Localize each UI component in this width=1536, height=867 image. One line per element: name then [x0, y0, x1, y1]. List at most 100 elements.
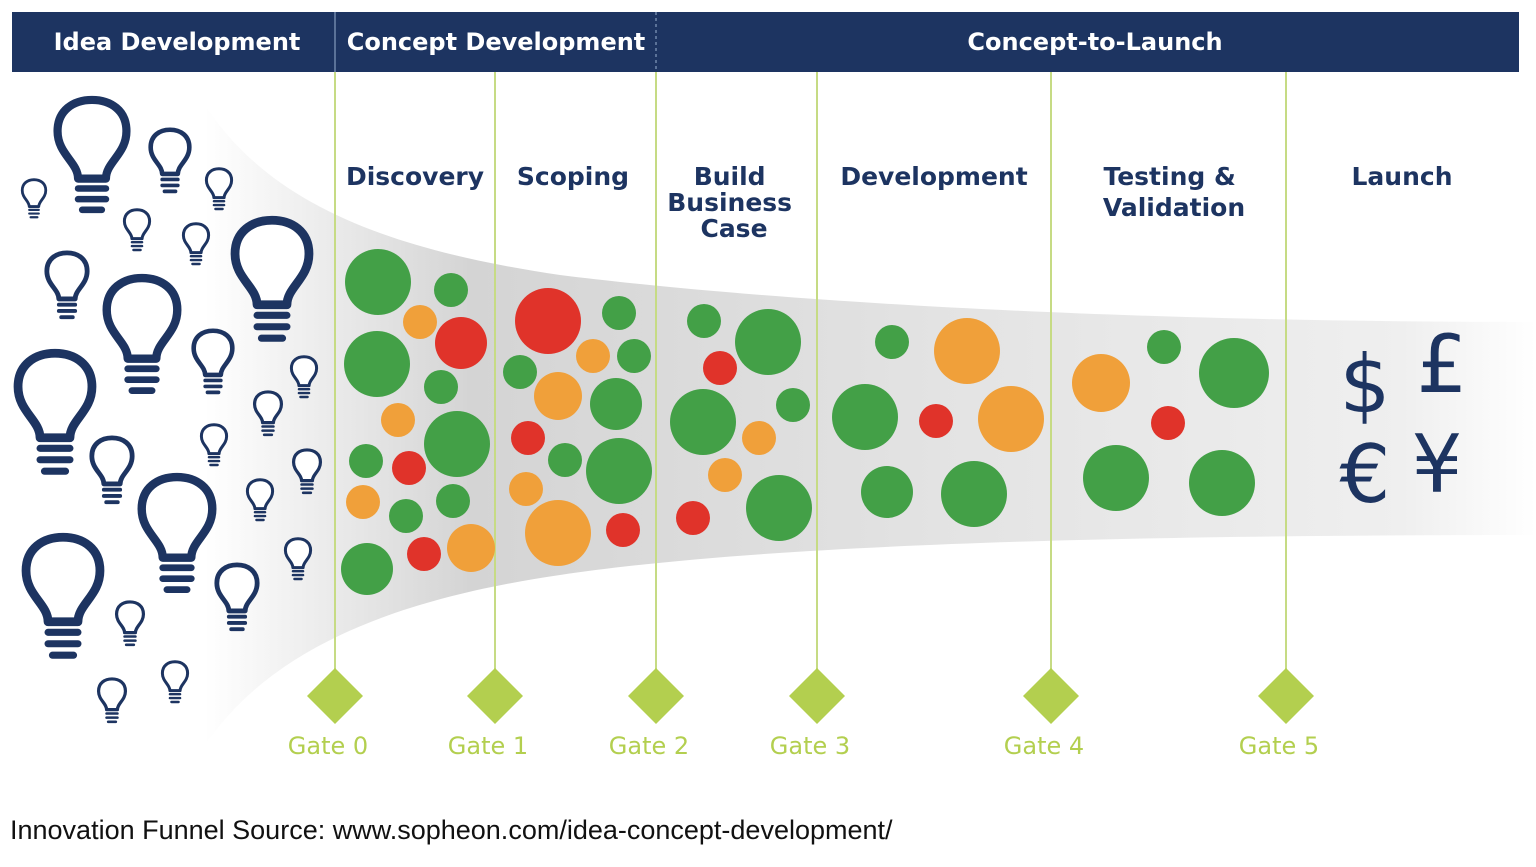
- project-circle-red: [676, 501, 710, 535]
- gate-lines: [334, 72, 1287, 690]
- project-circle-red: [435, 317, 487, 369]
- project-circle-orange: [742, 421, 776, 455]
- project-circle-green: [434, 273, 468, 307]
- gate-0-label: Gate 0: [288, 732, 368, 760]
- currency-symbols: $ £ € ¥: [1340, 318, 1468, 521]
- gate-0: Gate 0: [288, 668, 368, 760]
- lightbulb-icon: [96, 677, 128, 725]
- gate-4: Gate 4: [1004, 668, 1084, 760]
- gate-1-diamond: [467, 668, 523, 724]
- lightbulb-icon: [47, 253, 87, 319]
- project-circle-green: [746, 475, 812, 541]
- stage-testing-validation: Testing & Validation: [1103, 162, 1245, 222]
- stage-launch: Launch: [1351, 162, 1452, 191]
- project-circle-red: [919, 404, 953, 438]
- lightbulb-icon: [160, 660, 190, 705]
- innovation-funnel-diagram: Idea Development Concept Development Con…: [12, 12, 1536, 760]
- project-circle-green: [861, 466, 913, 518]
- gate-2-label: Gate 2: [609, 732, 689, 760]
- yen-symbol: ¥: [1412, 418, 1463, 511]
- lightbulb-icon: [114, 600, 146, 648]
- project-circle-green: [670, 389, 736, 455]
- project-circle-green: [503, 355, 537, 389]
- project-circle-green: [1147, 330, 1181, 364]
- project-circle-green: [875, 325, 909, 359]
- project-circle-red: [511, 421, 545, 455]
- project-circle-green: [344, 331, 410, 397]
- gate-5-label: Gate 5: [1239, 732, 1319, 760]
- phase-concept-to-launch: Concept-to-Launch: [967, 28, 1222, 56]
- gate-3: Gate 3: [770, 668, 850, 760]
- lightbulb-icon: [107, 278, 178, 394]
- project-circle-red: [703, 351, 737, 385]
- project-circle-green: [424, 370, 458, 404]
- gates: Gate 0 Gate 1 Gate 2 Gate 3 Gate 4 Gate …: [288, 668, 1319, 760]
- project-circle-red: [606, 513, 640, 547]
- lightbulb-icon: [181, 222, 211, 267]
- stage-discovery: Discovery: [346, 162, 484, 191]
- project-circle-green: [941, 461, 1007, 527]
- euro-symbol: €: [1340, 428, 1391, 521]
- project-circle-green: [602, 296, 636, 330]
- gate-3-label: Gate 3: [770, 732, 850, 760]
- project-circle-green: [1189, 450, 1255, 516]
- source-caption: Innovation Funnel Source: www.sopheon.co…: [10, 815, 893, 845]
- gate-2-diamond: [628, 668, 684, 724]
- project-circle-green: [687, 304, 721, 338]
- project-circle-red: [392, 451, 426, 485]
- gate-5-diamond: [1258, 668, 1314, 724]
- gate-2: Gate 2: [609, 668, 689, 760]
- lightbulb-icon: [20, 178, 48, 220]
- project-circle-orange: [708, 458, 742, 492]
- project-circle-orange: [576, 339, 610, 373]
- project-circle-green: [345, 249, 411, 315]
- gate-1: Gate 1: [448, 668, 528, 760]
- project-circle-green: [586, 438, 652, 504]
- phase-idea-development: Idea Development: [54, 28, 301, 56]
- project-circle-orange: [346, 485, 380, 519]
- stage-scoping: Scoping: [517, 162, 629, 191]
- project-circle-orange: [403, 305, 437, 339]
- project-circle-red: [407, 537, 441, 571]
- project-circle-orange: [978, 386, 1044, 452]
- stage-build-business-case: Build Business Case: [667, 162, 801, 243]
- project-circle-orange: [447, 524, 495, 572]
- project-circle-green: [436, 484, 470, 518]
- project-circles: [341, 249, 1269, 595]
- gate-5: Gate 5: [1239, 668, 1319, 760]
- gate-1-label: Gate 1: [448, 732, 528, 760]
- lightbulb-icon: [18, 353, 92, 474]
- phase-header-bar: Idea Development Concept Development Con…: [12, 12, 1519, 72]
- project-circle-orange: [381, 403, 415, 437]
- dollar-symbol: $: [1340, 338, 1391, 431]
- project-circle-green: [590, 378, 642, 430]
- project-circle-green: [776, 388, 810, 422]
- lightbulb-icon: [122, 208, 152, 253]
- project-circle-green: [617, 339, 651, 373]
- project-circle-red: [515, 288, 581, 354]
- project-circle-green: [548, 443, 582, 477]
- stage-labels: Discovery Scoping Build Business Case De…: [346, 162, 1453, 243]
- project-circle-green: [349, 444, 383, 478]
- project-circle-green: [832, 384, 898, 450]
- gate-3-diamond: [789, 668, 845, 724]
- project-circle-orange: [1072, 354, 1130, 412]
- lightbulb-icon: [92, 438, 132, 504]
- lightbulb-icon: [58, 100, 127, 213]
- project-circle-green: [389, 499, 423, 533]
- gate-4-diamond: [1023, 668, 1079, 724]
- project-circle-green: [424, 411, 490, 477]
- phase-concept-development: Concept Development: [347, 28, 646, 56]
- pound-symbol: £: [1417, 318, 1468, 411]
- project-circle-orange: [934, 318, 1000, 384]
- project-circle-orange: [534, 372, 582, 420]
- lightbulb-icon: [26, 537, 100, 658]
- project-circle-orange: [525, 500, 591, 566]
- project-circle-green: [1199, 338, 1269, 408]
- lightbulb-icon: [151, 130, 190, 193]
- gate-0-diamond: [307, 668, 363, 724]
- project-circle-green: [735, 309, 801, 375]
- project-circle-red: [1151, 406, 1185, 440]
- lightbulb-icon: [142, 477, 213, 593]
- stage-development: Development: [840, 162, 1027, 191]
